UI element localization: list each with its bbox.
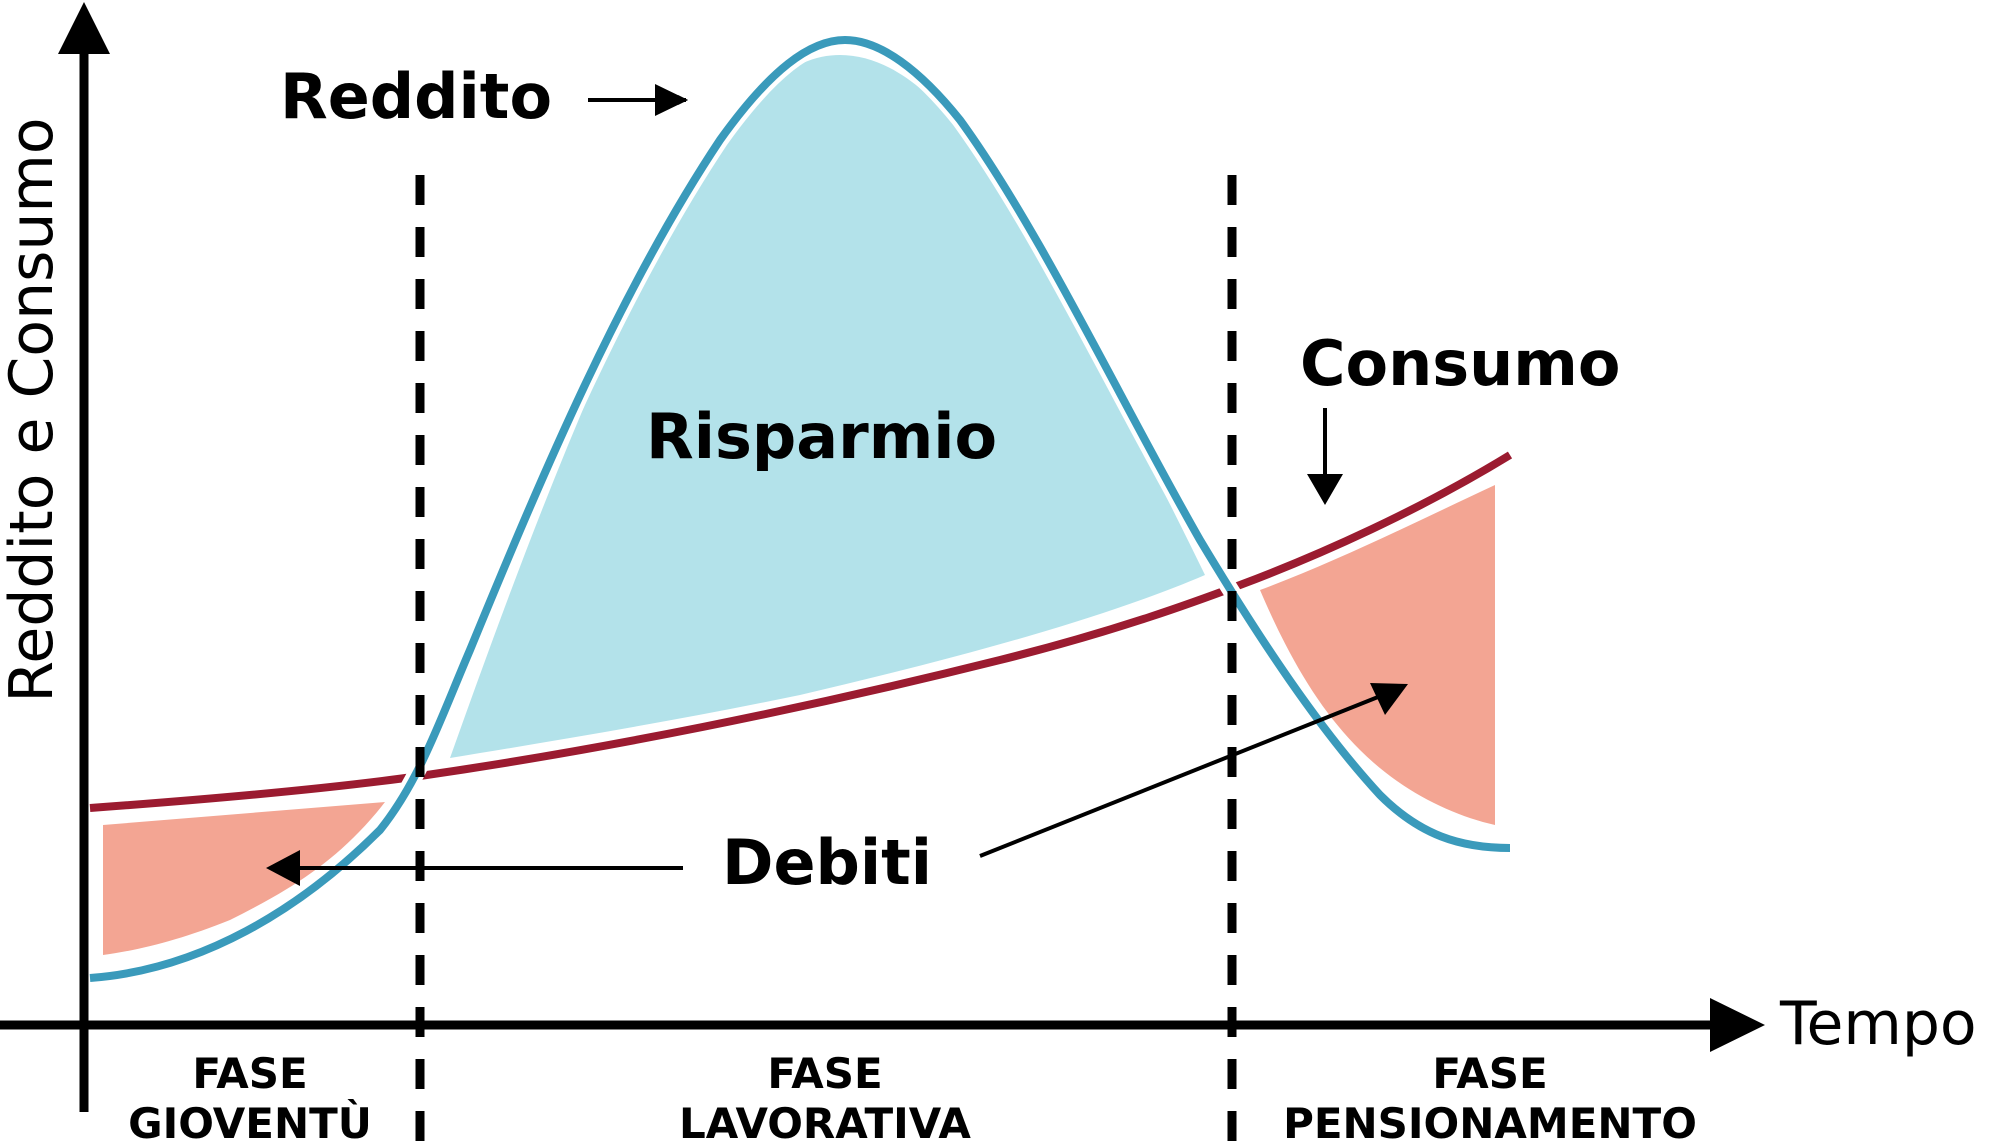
debt-pointer-head-right — [1370, 683, 1408, 715]
debt-pointer-head-left — [266, 850, 300, 886]
y-axis-arrowhead — [58, 2, 110, 54]
phase-retirement-line1: FASE — [1432, 1049, 1547, 1098]
x-axis-arrowhead — [1710, 998, 1765, 1052]
phase-retirement-line2: PENSIONAMENTO — [1283, 1099, 1697, 1142]
income-label: Reddito — [280, 60, 552, 133]
saving-label: Risparmio — [646, 400, 997, 473]
phase-work-line2: LAVORATIVA — [679, 1099, 971, 1142]
consumption-curve — [89, 451, 1513, 812]
y-axis-label: Reddito e Consumo — [0, 117, 67, 702]
debt-label: Debiti — [722, 826, 932, 899]
phase-youth-line1: FASE — [192, 1049, 307, 1098]
income-curve — [89, 35, 1511, 982]
consumption-pointer-head — [1307, 474, 1343, 505]
phase-youth-line2: GIOVENTÙ — [128, 1098, 372, 1142]
phase-work-line1: FASE — [767, 1049, 882, 1098]
debt-area-retirement — [1260, 485, 1495, 825]
consumption-label: Consumo — [1300, 327, 1620, 400]
debt-pointer-arrow-right — [979, 695, 1379, 858]
debt-area-youth — [103, 802, 385, 955]
x-axis-label: Tempo — [1779, 989, 1977, 1059]
income-pointer-head — [655, 84, 688, 116]
saving-area — [450, 55, 1205, 758]
